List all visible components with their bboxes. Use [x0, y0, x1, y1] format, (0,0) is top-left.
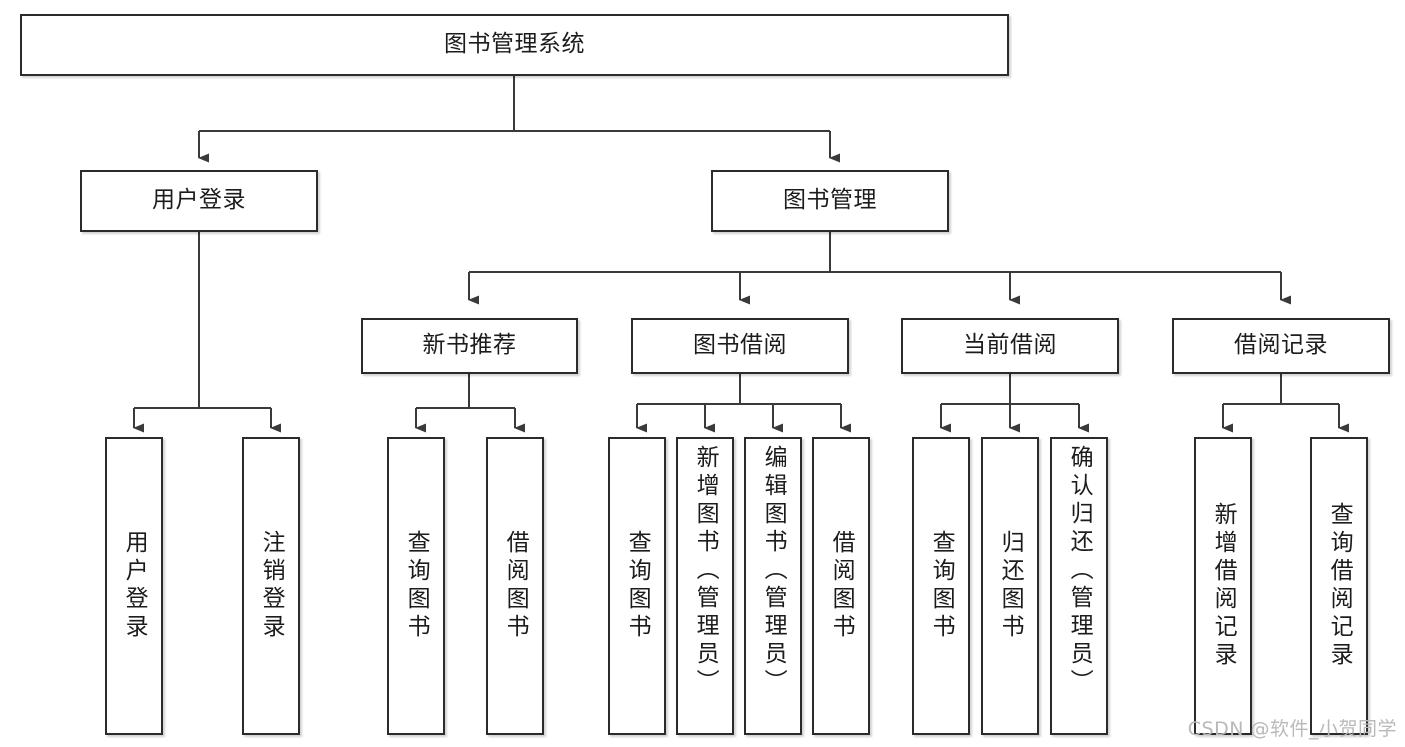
node-borrow-record-label: 借阅记录 [1234, 332, 1328, 359]
leaf-user-login-logout[interactable]: 注销登录 [242, 437, 300, 735]
node-new-book-recommend[interactable]: 新书推荐 [361, 318, 578, 374]
node-book-borrow[interactable]: 图书借阅 [631, 318, 849, 374]
leaf-newbook-query-book-label: 查询图书 [403, 530, 430, 642]
leaf-borrowrecord-add-record-inner: 新增借阅记录 [1196, 439, 1250, 733]
leaf-currentborrow-return-book-label: 归还图书 [997, 530, 1024, 642]
node-book-borrow-label: 图书借阅 [693, 332, 787, 359]
node-user-login-label: 用户登录 [152, 187, 246, 214]
leaf-user-login-login-label: 用户登录 [121, 530, 148, 642]
leaf-currentborrow-query-book-inner: 查询图书 [914, 439, 968, 733]
leaf-newbook-borrow-book-inner: 借阅图书 [488, 439, 542, 733]
leaf-bookborrow-query-book-label: 查询图书 [624, 530, 651, 642]
node-book-management-label: 图书管理 [783, 187, 877, 214]
leaf-currentborrow-query-book[interactable]: 查询图书 [912, 437, 970, 735]
csdn-watermark: CSDN @软件_小贺同学 [1187, 718, 1397, 740]
node-book-management[interactable]: 图书管理 [711, 170, 949, 232]
leaf-bookborrow-edit-book-label: 编辑图书（管理员） [760, 445, 787, 697]
leaf-borrowrecord-query-record-inner: 查询借阅记录 [1312, 439, 1366, 733]
leaf-currentborrow-confirm-return[interactable]: 确认归还（管理员） [1050, 437, 1108, 735]
leaf-user-login-logout-label: 注销登录 [258, 530, 285, 642]
node-current-borrow[interactable]: 当前借阅 [901, 318, 1119, 374]
leaf-bookborrow-borrow-book-inner: 借阅图书 [814, 439, 868, 733]
leaf-bookborrow-borrow-book[interactable]: 借阅图书 [812, 437, 870, 735]
leaf-newbook-borrow-book[interactable]: 借阅图书 [486, 437, 544, 735]
leaf-currentborrow-confirm-return-label: 确认归还（管理员） [1066, 445, 1093, 697]
leaf-bookborrow-query-book[interactable]: 查询图书 [608, 437, 666, 735]
leaf-currentborrow-query-book-label: 查询图书 [928, 530, 955, 642]
leaf-currentborrow-return-book[interactable]: 归还图书 [981, 437, 1039, 735]
leaf-currentborrow-confirm-return-inner: 确认归还（管理员） [1052, 439, 1106, 739]
node-borrow-record[interactable]: 借阅记录 [1172, 318, 1390, 374]
leaf-currentborrow-return-book-inner: 归还图书 [983, 439, 1037, 733]
leaf-newbook-borrow-book-label: 借阅图书 [502, 530, 529, 642]
leaf-user-login-login[interactable]: 用户登录 [105, 437, 163, 735]
leaf-borrowrecord-add-record[interactable]: 新增借阅记录 [1194, 437, 1252, 735]
leaf-bookborrow-edit-book-inner: 编辑图书（管理员） [746, 439, 800, 739]
node-new-book-recommend-label: 新书推荐 [422, 332, 517, 359]
leaf-bookborrow-query-book-inner: 查询图书 [610, 439, 664, 733]
leaf-newbook-query-book-inner: 查询图书 [389, 439, 443, 733]
node-user-login[interactable]: 用户登录 [80, 170, 318, 232]
node-root-system[interactable]: 图书管理系统 [20, 14, 1009, 76]
leaf-bookborrow-edit-book[interactable]: 编辑图书（管理员） [744, 437, 802, 735]
node-current-borrow-label: 当前借阅 [963, 332, 1057, 359]
leaf-bookborrow-add-book-label: 新增图书（管理员） [692, 445, 719, 697]
leaf-borrowrecord-add-record-label: 新增借阅记录 [1210, 502, 1237, 670]
leaf-user-login-logout-inner: 注销登录 [244, 439, 298, 733]
leaf-borrowrecord-query-record[interactable]: 查询借阅记录 [1310, 437, 1368, 735]
leaf-bookborrow-borrow-book-label: 借阅图书 [828, 530, 855, 642]
leaf-bookborrow-add-book-inner: 新增图书（管理员） [678, 439, 732, 739]
leaf-borrowrecord-query-record-label: 查询借阅记录 [1326, 502, 1353, 670]
leaf-newbook-query-book[interactable]: 查询图书 [387, 437, 445, 735]
leaf-user-login-login-inner: 用户登录 [107, 439, 161, 733]
leaf-bookborrow-add-book[interactable]: 新增图书（管理员） [676, 437, 734, 735]
node-root-label: 图书管理系统 [444, 31, 585, 58]
